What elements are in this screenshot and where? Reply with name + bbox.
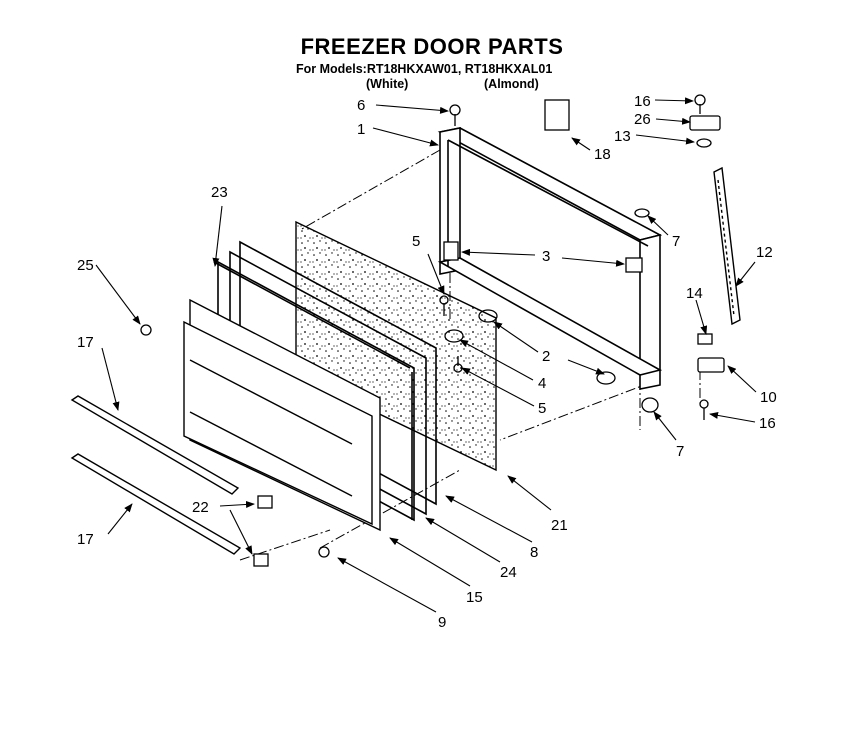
almond-label: (Almond) xyxy=(484,77,539,91)
callout-25: 25 xyxy=(77,257,94,274)
callout-17-top: 17 xyxy=(77,334,94,351)
models-line: For Models:RT18HKXAW01, RT18HKXAL01 xyxy=(296,62,553,76)
callout-15: 15 xyxy=(466,589,483,606)
callout-7-bottom: 7 xyxy=(676,443,684,460)
callout-2: 2 xyxy=(542,348,550,365)
callout-5-bottom: 5 xyxy=(538,400,546,417)
leader-lines xyxy=(95,97,757,613)
callout-16-bottom: 16 xyxy=(759,415,776,432)
callout-18: 18 xyxy=(594,146,611,163)
callout-10: 10 xyxy=(760,389,777,406)
callout-16-top: 16 xyxy=(634,93,651,110)
callout-7-top: 7 xyxy=(672,233,680,250)
callout-5-top: 5 xyxy=(412,233,420,250)
callout-22: 22 xyxy=(192,499,209,516)
hinge-bar xyxy=(713,166,741,326)
inner-liner xyxy=(183,298,381,532)
callout-24: 24 xyxy=(500,564,517,581)
callout-12: 12 xyxy=(756,244,773,261)
callout-9: 9 xyxy=(438,614,446,631)
callout-26: 26 xyxy=(634,111,651,128)
callout-17-bottom: 17 xyxy=(77,531,94,548)
callout-14: 14 xyxy=(686,285,703,302)
white-label: (White) xyxy=(366,77,409,91)
insulation-panel xyxy=(295,220,497,472)
callout-numbers: 1 6 18 16 26 13 7 3 5 12 14 2 4 5 10 16 … xyxy=(77,93,777,631)
callout-3: 3 xyxy=(542,248,550,265)
callout-21: 21 xyxy=(551,517,568,534)
callout-8: 8 xyxy=(530,544,538,561)
callout-1: 1 xyxy=(357,121,365,138)
callout-13: 13 xyxy=(614,128,631,145)
callout-23: 23 xyxy=(211,184,228,201)
callout-4: 4 xyxy=(538,375,546,392)
diagram-title: FREEZER DOOR PARTS xyxy=(300,34,564,59)
trim-strips xyxy=(70,395,242,555)
door-frame xyxy=(437,127,663,390)
callout-6: 6 xyxy=(357,97,365,114)
